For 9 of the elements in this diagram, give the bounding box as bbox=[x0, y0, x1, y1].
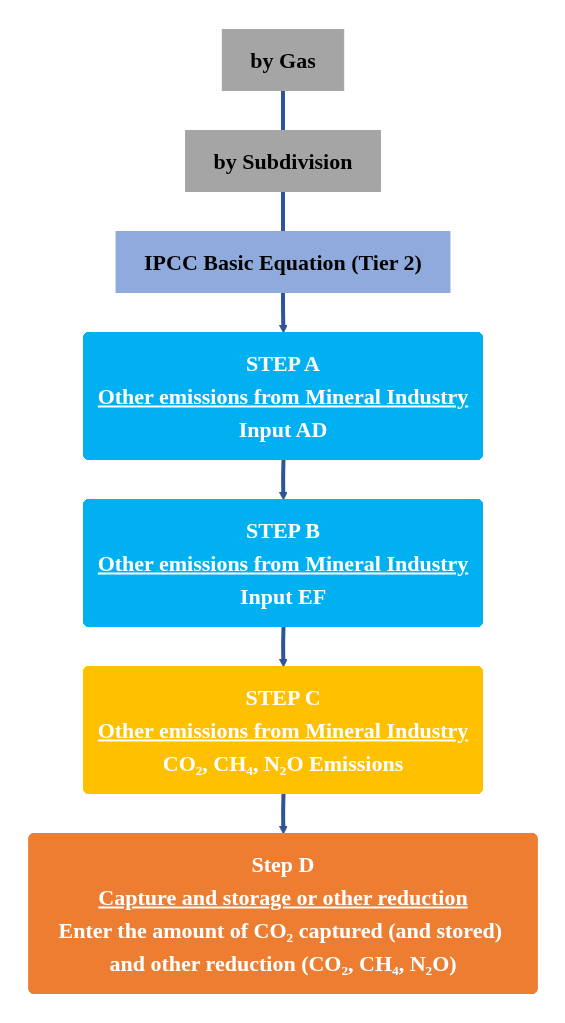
node-box: by Gas bbox=[221, 29, 344, 91]
arrow bbox=[278, 292, 288, 334]
connector bbox=[280, 191, 285, 232]
arrow bbox=[278, 626, 288, 668]
arrow bbox=[278, 793, 288, 835]
node-box: by Subdivision bbox=[184, 130, 381, 192]
connector bbox=[280, 90, 285, 131]
arrow bbox=[278, 459, 288, 501]
node-box: IPCC Basic Equation (Tier 2) bbox=[115, 231, 450, 293]
